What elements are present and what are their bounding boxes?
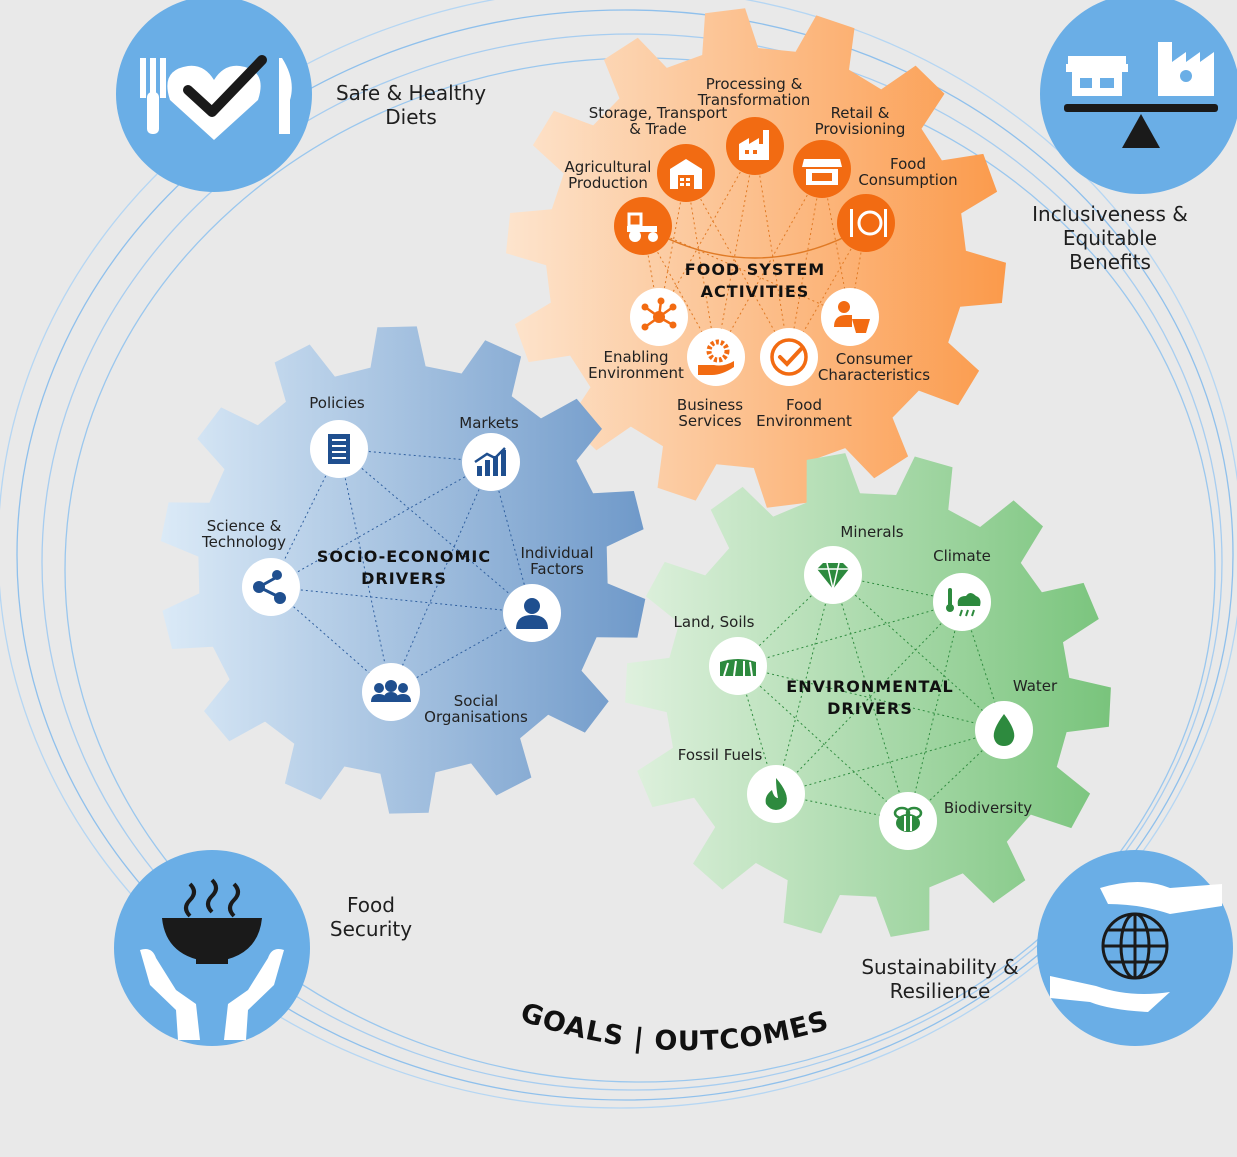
goal-label-diets: Safe & Healthy Diets [335,81,487,129]
network-link [832,574,1005,731]
goal-label-security: Food Security [329,893,413,941]
safe-healthy-diets-icon [116,0,312,192]
label-food-env: Food Environment [756,396,852,430]
network-link [685,172,717,358]
network-link [737,665,909,822]
network-link [754,145,790,358]
label-business: Business Services [676,396,744,430]
label-climate: Climate [933,547,991,565]
food-system-title-line1: FOOD SYSTEM [684,260,826,279]
environmental-title: ENVIRONMENTAL DRIVERS [765,676,975,721]
food-system-title: FOOD SYSTEM ACTIVITIES [665,259,845,304]
warehouse-icon [657,144,715,202]
label-policies: Policies [309,394,365,412]
food-system-arc [642,225,867,259]
label-fossil: Fossil Fuels [677,746,763,764]
label-consumption: Food Consumption [858,155,958,189]
environmental-gear [625,453,1111,937]
factory-icon [726,117,784,175]
network-link [685,172,790,358]
label-biodiversity: Biodiversity [943,799,1033,817]
network-link [715,145,756,358]
label-land: Land, Soils [673,613,755,631]
label-enabling: Enabling Environment [588,348,684,382]
hand-gear-icon [687,328,745,386]
sustainability-icon [1037,850,1233,1046]
environmental-nodes [709,546,1033,850]
network-icon [630,288,688,346]
socio-economic-nodes [242,420,561,721]
inclusiveness-icon [1040,0,1237,194]
bee-icon [879,792,937,850]
label-individual: Individual Factors [520,544,594,578]
network-link [737,601,963,667]
weather-icon [933,573,991,631]
person-basket-icon [821,288,879,346]
goals-outcomes-title: GOALS | OUTCOMES [517,997,833,1057]
network-link [737,665,1005,731]
bar-chart-up-icon [462,433,520,491]
network-link [715,168,823,358]
socio-economic-title-line2: DRIVERS [361,569,447,589]
group-people-icon [362,663,420,721]
water-drop-icon [975,701,1033,759]
network-link [338,448,533,614]
socio-economic-gear [160,326,646,814]
food-system-title-line2: ACTIVITIES [700,282,810,302]
environmental-title-line2: DRIVERS [827,699,913,719]
label-retail: Retail & Provisioning [814,104,906,138]
molecule-icon [242,558,300,616]
goal-label-sustainability: Sustainability & Resilience [861,955,1019,1003]
label-minerals: Minerals [840,523,904,541]
label-science: Science & Technology [201,517,287,551]
goal-label-inclusive: Inclusiveness & Equitable Benefits [1032,202,1188,274]
network-link [270,586,533,614]
network-link [270,461,492,588]
market-stall-icon [793,140,851,198]
label-agricultural: Agricultural Production [564,158,652,192]
food-system-nodes [614,117,895,386]
flame-icon [747,765,805,823]
label-consumer: Consumer Characteristics [817,350,931,384]
socio-economic-title: SOCIO-ECONOMIC DRIVERS [304,546,504,591]
label-social: Social Organisations [424,692,528,726]
farmland-icon [709,637,767,695]
diamond-icon [804,546,862,604]
tractor-icon [614,197,672,255]
label-processing: Processing & Transformation [697,75,811,109]
label-water: Water [1012,677,1058,695]
environmental-title-line1: ENVIRONMENTAL [786,677,954,696]
plate-cutlery-icon [837,194,895,252]
label-storage: Storage, Transport & Trade [588,104,728,138]
network-link [788,168,823,358]
network-link [338,448,392,693]
person-icon [503,584,561,642]
document-icon [310,420,368,478]
food-security-icon [114,850,310,1046]
network-link [390,461,492,693]
checkmark-circle-icon [760,328,818,386]
label-markets: Markets [459,414,519,432]
socio-economic-title-line1: SOCIO-ECONOMIC [316,547,492,566]
